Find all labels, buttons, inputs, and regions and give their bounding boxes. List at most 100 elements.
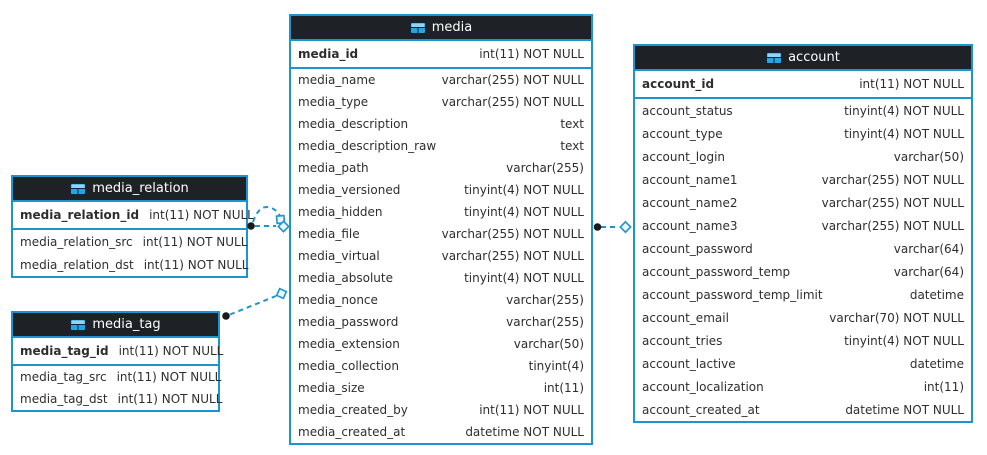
column-name: account_localization <box>642 379 764 394</box>
column-type: text <box>560 139 584 153</box>
column-type: text <box>560 117 584 131</box>
column-name: media_collection <box>298 359 399 373</box>
column-name: media_type <box>298 95 369 109</box>
relationship-media-to-account[interactable] <box>593 220 632 234</box>
column-name: media_virtual <box>298 249 380 263</box>
column-type: tinyint(4) NOT NULL <box>844 126 964 141</box>
column-type: varchar(255) <box>506 293 584 307</box>
column-name: media_extension <box>298 337 400 351</box>
relationship-endpoint-dot <box>247 222 255 230</box>
table-header-media_tag[interactable]: media_tag <box>13 313 218 338</box>
table-row[interactable]: media_tag_src int(11) NOT NULL <box>13 366 221 388</box>
column-type: varchar(50) <box>893 149 964 164</box>
column-name: account_password_temp_limit <box>642 287 823 302</box>
table-icon <box>70 318 87 331</box>
column-type: datetime NOT NULL <box>845 402 964 417</box>
column-type: int(11) NOT NULL <box>118 344 224 358</box>
column-name: media_absolute <box>298 271 393 285</box>
primary-key-row[interactable]: media_id int(11) NOT NULL <box>291 41 591 69</box>
column-type: varchar(64) <box>893 264 964 279</box>
column-type: varchar(255) NOT NULL <box>821 195 964 210</box>
relationship-endpoint-diamond <box>619 220 632 234</box>
column-type: varchar(255) NOT NULL <box>821 172 964 187</box>
column-type: int(11) NOT NULL <box>859 77 964 91</box>
table-icon <box>766 51 783 64</box>
relationship-endpoint-dot <box>593 223 602 231</box>
column-name: media_relation_id <box>20 208 140 222</box>
relationship-line[interactable] <box>229 295 277 316</box>
column-name: media_nonce <box>298 293 378 307</box>
column-name: media_tag_src <box>20 370 107 384</box>
column-type: varchar(255) NOT NULL <box>441 249 584 263</box>
column-name: media_relation_dst <box>20 257 134 272</box>
column-name: media_id <box>298 47 359 61</box>
column-type: varchar(255) NOT NULL <box>441 95 584 109</box>
table-row[interactable]: media_type varchar(255) NOT NULL <box>291 91 591 113</box>
table-row[interactable]: media_virtual varchar(255) NOT NULL <box>291 245 591 267</box>
column-name: media_tag_id <box>20 344 109 358</box>
column-type: tinyint(4) NOT NULL <box>844 333 964 348</box>
table-title: account <box>788 50 840 65</box>
column-name: account_password_temp <box>642 264 791 279</box>
column-type: varchar(70) NOT NULL <box>829 310 964 325</box>
table-row[interactable]: media_description_raw text <box>291 135 591 157</box>
table-title: media <box>431 20 473 35</box>
table-icon <box>70 182 87 195</box>
column-type: int(11) NOT NULL <box>116 370 222 384</box>
relationship-media_tag-to-media[interactable] <box>222 287 288 320</box>
table-header-media_relation[interactable]: media_relation <box>13 177 246 202</box>
table-row[interactable]: account_password_temp varchar(64) <box>635 260 971 283</box>
relationship-endpoint-diamond <box>275 287 288 300</box>
table-row[interactable]: media_nonce varchar(255) <box>291 289 591 311</box>
column-type: tinyint(4) NOT NULL <box>844 103 964 118</box>
table-title: media_tag <box>92 317 161 332</box>
column-name: media_created_by <box>298 403 408 417</box>
table-header-media[interactable]: media <box>291 16 591 41</box>
table-header-account[interactable]: account <box>635 46 971 71</box>
relationship-line[interactable] <box>252 205 281 223</box>
column-name: account_tries <box>642 333 723 348</box>
column-type: datetime <box>909 356 964 371</box>
primary-key-row[interactable]: media_tag_id int(11) NOT NULL <box>13 338 223 366</box>
column-name: media_description_raw <box>298 139 437 153</box>
column-type: int(11) NOT NULL <box>479 47 584 61</box>
column-name: media_password <box>298 315 399 329</box>
table-row[interactable]: account_tries tinyint(4) NOT NULL <box>635 329 971 352</box>
column-type: tinyint(4) NOT NULL <box>464 183 584 197</box>
